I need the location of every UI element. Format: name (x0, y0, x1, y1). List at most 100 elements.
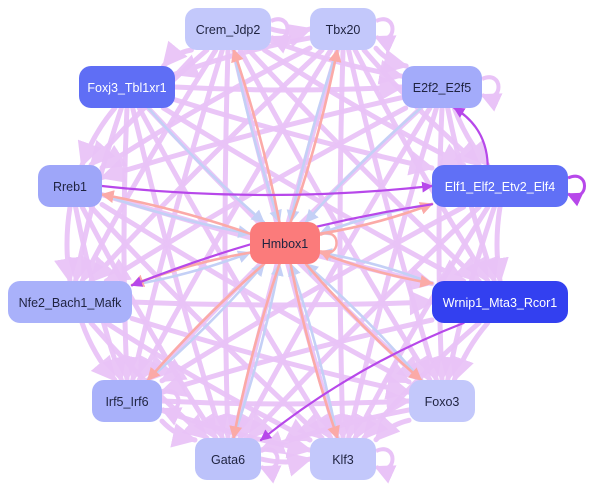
node-label-e2f2: E2f2_E2f5 (413, 81, 471, 95)
edge-crem-to-wrnip1 (246, 47, 482, 284)
self-loop-e2f2 (480, 75, 503, 112)
node-box-irf5 (92, 380, 162, 422)
node-label-klf3: Klf3 (332, 453, 354, 467)
edge-wrnip1-to-foxo3 (450, 320, 491, 383)
node-label-wrnip1: Wrnip1_Mta3_Rcor1 (443, 296, 557, 310)
node-nfe2[interactable]: Nfe2_Bach1_Mafk (8, 281, 132, 323)
node-box-hmbox1 (250, 222, 320, 264)
edge-rreb1-to-hmbox1 (100, 193, 252, 238)
node-box-nfe2 (8, 281, 132, 323)
node-irf5[interactable]: Irf5_Irf6 (92, 380, 162, 422)
node-label-tbx20: Tbx20 (326, 23, 361, 37)
node-box-crem (185, 8, 271, 50)
node-label-irf5: Irf5_Irf6 (105, 395, 148, 409)
node-box-klf3 (310, 438, 376, 480)
node-box-foxo3 (409, 380, 475, 422)
node-label-hmbox1: Hmbox1 (262, 237, 309, 251)
edge-elf1-to-e2f2 (453, 106, 489, 167)
edge-crem-to-hmbox1 (232, 48, 282, 224)
self-loop-tbx20 (374, 17, 397, 54)
edge-nfe2-to-irf5 (79, 320, 118, 383)
edge-foxj3-to-rreb1 (77, 105, 118, 168)
edge-crem-to-tbx20 (268, 23, 313, 48)
edge-rreb1-to-elf1 (100, 181, 434, 197)
self-loop-crem (269, 17, 292, 54)
node-label-nfe2: Nfe2_Bach1_Mafk (19, 296, 123, 310)
self-loop-hmbox1 (318, 232, 338, 261)
self-loop-elf1 (566, 174, 586, 207)
node-box-foxj3 (79, 66, 175, 108)
edge-irf5-to-hmbox1 (146, 262, 266, 382)
edge-hmbox1-to-irf5 (146, 262, 266, 382)
node-rreb1[interactable]: Rreb1 (38, 165, 102, 207)
edge-rreb1-to-foxo3 (99, 202, 412, 385)
node-gata6[interactable]: Gata6 (195, 438, 261, 480)
node-foxj3[interactable]: Foxj3_Tbl1xr1 (79, 66, 175, 108)
edge-e2f2-to-hmbox1 (304, 106, 423, 224)
edge-tbx20-to-foxo3 (346, 47, 442, 383)
edge-crem-to-foxj3 (161, 40, 194, 69)
self-loop-klf3 (374, 447, 397, 484)
edge-gata6-to-klf3 (258, 452, 313, 477)
edge-nfe2-to-klf3 (104, 320, 313, 443)
edge-foxj3-to-klf3 (136, 105, 334, 441)
node-crem[interactable]: Crem_Jdp2 (185, 8, 271, 50)
edge-irf5-to-foxo3 (159, 389, 412, 415)
node-foxo3[interactable]: Foxo3 (409, 380, 475, 422)
node-box-elf1 (432, 165, 568, 207)
edge-tbx20-to-klf3 (329, 47, 355, 441)
node-label-crem: Crem_Jdp2 (196, 23, 261, 37)
edge-e2f2-to-rreb1 (99, 95, 405, 183)
edge-hmbox1-to-klf3 (289, 262, 340, 440)
node-label-foxj3: Foxj3_Tbl1xr1 (87, 81, 166, 95)
edge-hmbox1-to-foxo3 (304, 262, 423, 382)
edge-e2f2-to-gata6 (237, 105, 433, 441)
node-box-gata6 (195, 438, 261, 480)
edge-tbx20-to-hmbox1 (286, 48, 339, 224)
edge-gata6-to-hmbox1 (232, 262, 284, 440)
edge-e2f2-to-nfe2 (103, 105, 409, 284)
node-box-wrnip1 (432, 281, 568, 323)
edge-foxj3-to-e2f2 (172, 75, 405, 101)
edge-tbx20-to-irf5 (136, 47, 334, 383)
node-e2f2[interactable]: E2f2_E2f5 (402, 66, 482, 108)
node-tbx20[interactable]: Tbx20 (310, 8, 376, 50)
edges-layer (54, 23, 509, 477)
self-loop-irf5 (160, 389, 183, 426)
node-label-rreb1: Rreb1 (53, 180, 87, 194)
edge-elf1-to-wrnip1 (484, 204, 509, 284)
edge-tbx20-to-e2f2 (373, 45, 409, 74)
edge-nfe2-to-wrnip1 (129, 290, 435, 316)
edge-elf1-to-irf5 (159, 204, 467, 384)
edge-hmbox1-to-crem (231, 48, 281, 224)
edge-rreb1-to-klf3 (88, 204, 325, 441)
edge-hmbox1-to-rreb1 (100, 190, 252, 235)
edge-foxj3-to-gata6 (130, 105, 228, 441)
edge-crem-to-foxo3 (237, 47, 433, 383)
edge-hmbox1-to-elf1 (318, 202, 434, 235)
node-box-tbx20 (310, 8, 376, 50)
node-box-e2f2 (402, 66, 482, 108)
node-hmbox1[interactable]: Hmbox1 (250, 222, 320, 264)
node-label-gata6: Gata6 (211, 453, 245, 467)
self-loop-gata6 (259, 447, 282, 484)
edge-rreb1-to-nfe2 (54, 204, 79, 284)
edge-crem-to-gata6 (214, 47, 240, 441)
edge-wrnip1-to-gata6 (259, 321, 465, 442)
node-label-elf1: Elf1_Elf2_Etv2_Elf4 (445, 180, 556, 194)
edge-wrnip1-to-irf5 (159, 317, 435, 397)
node-label-foxo3: Foxo3 (425, 395, 460, 409)
edge-foxo3-to-hmbox1 (304, 262, 423, 382)
edge-nfe2-to-hmbox1 (130, 250, 252, 287)
node-box-rreb1 (38, 165, 102, 207)
edge-elf1-to-gata6 (246, 204, 482, 441)
edge-foxo3-to-klf3 (373, 414, 412, 443)
self-loops-layer (160, 17, 586, 484)
node-elf1[interactable]: Elf1_Elf2_Etv2_Elf4 (432, 165, 568, 207)
node-wrnip1[interactable]: Wrnip1_Mta3_Rcor1 (432, 281, 568, 323)
node-klf3[interactable]: Klf3 (310, 438, 376, 480)
edge-foxj3-to-hmbox1 (147, 106, 265, 224)
